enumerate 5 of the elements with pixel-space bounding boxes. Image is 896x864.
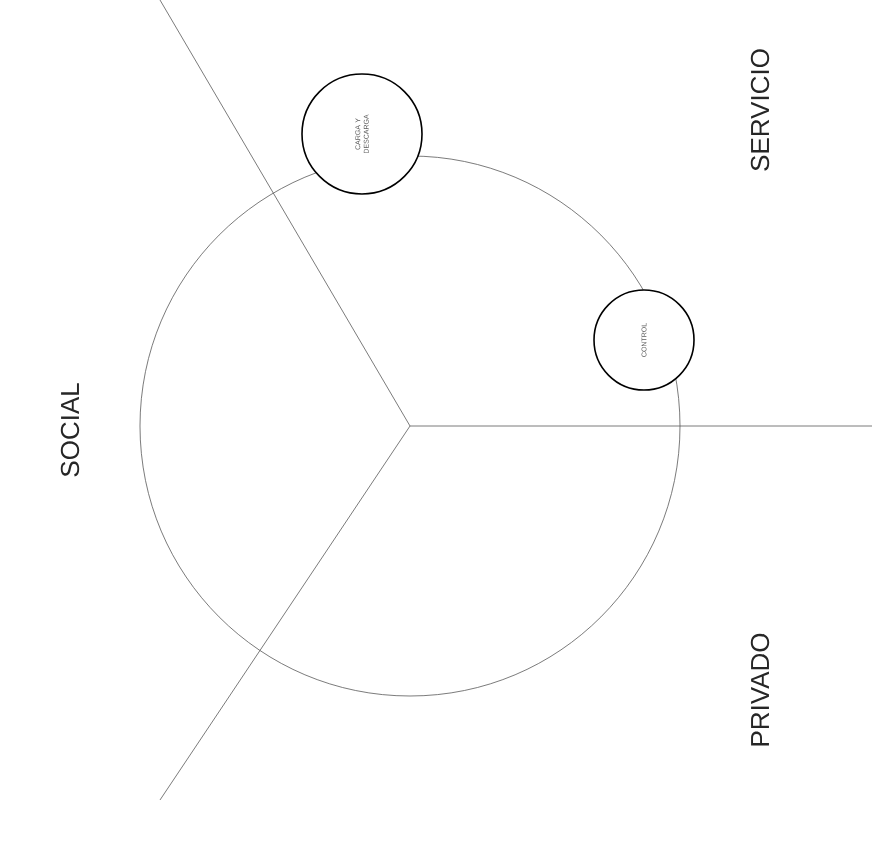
area-label: SERVICIO [750,49,770,171]
area-label: PRIVADO [750,633,770,746]
area-label: SOCIAL [60,383,80,477]
zone-circle [593,289,695,391]
zone-circle [301,73,423,195]
